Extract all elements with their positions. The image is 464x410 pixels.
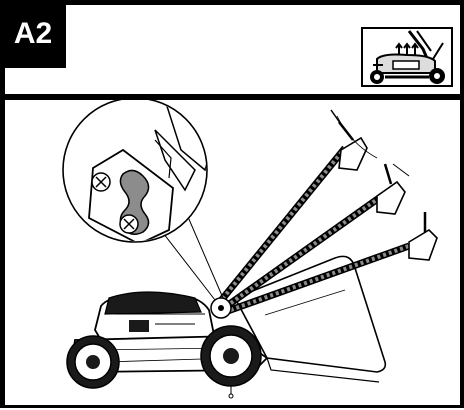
step-label: A2 xyxy=(13,17,53,50)
lawnmower-handle-adjustment-icon xyxy=(5,97,460,405)
step-badge: A2 xyxy=(0,0,66,68)
header-divider xyxy=(0,94,464,100)
handle-height-bracket-detail-icon xyxy=(62,97,208,243)
panel-border-top xyxy=(0,0,464,5)
panel-border-left xyxy=(0,0,5,408)
panel-border-bottom xyxy=(0,405,464,408)
mower-handle-thumbnail-icon xyxy=(361,27,453,87)
panel-border-right xyxy=(460,0,464,408)
